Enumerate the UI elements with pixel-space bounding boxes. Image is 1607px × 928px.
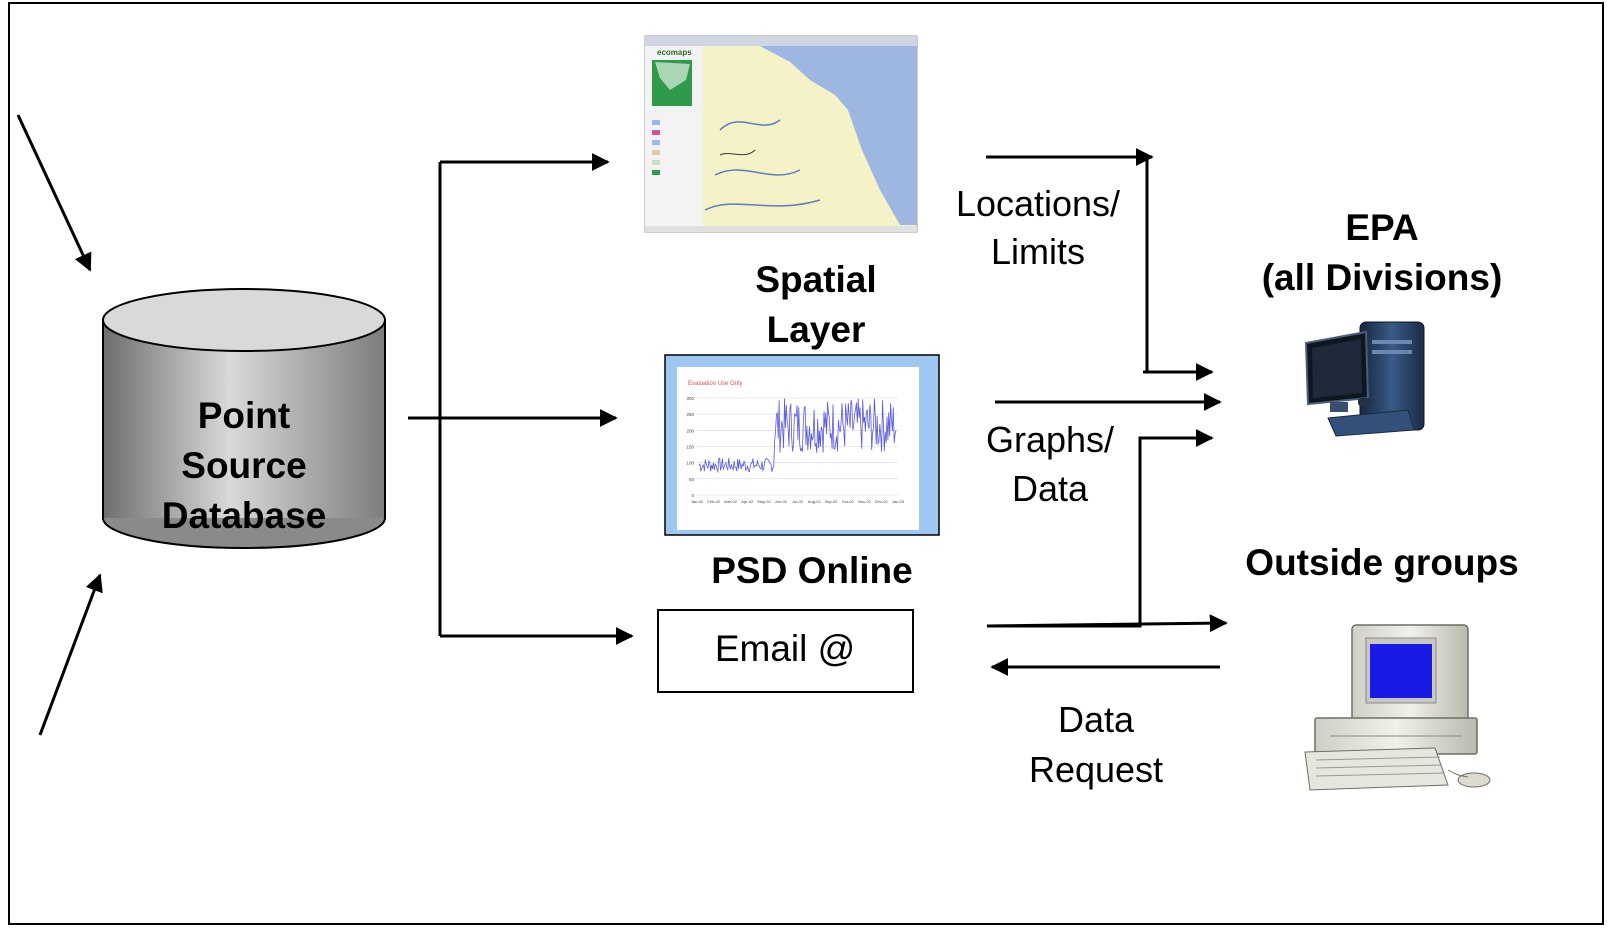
diagram-border [8,2,1604,925]
chart-x-tick-label: Apr-02 [741,499,754,504]
chart-x-tick-label: Dec-02 [875,499,889,504]
chart-y-axis: 300 250 200 150 100 50 0 [686,396,694,498]
chart-y-tick-label: 200 [686,428,694,433]
psd-online-label: PSD Online [711,550,913,591]
chart-y-tick-label: 300 [686,396,694,401]
arrow-email-to-outside [986,614,1228,633]
locations-limits-label-line1: Locations/ [955,183,1121,224]
locations-limits-label-line2: Limits [990,231,1085,272]
data-request-label-line1: Data [1057,699,1135,740]
chart-y-tick-label: 50 [689,477,695,482]
spatial-layer-label-line2: Layer [766,309,866,350]
epa-label-line2: (all Divisions) [1261,257,1503,298]
chart-x-tick-label: Jan-02 [691,499,704,504]
chart-x-tick-label: May-02 [757,499,771,504]
chart-x-tick-label: Aug-02 [808,499,822,504]
epa-label-line1: EPA [1345,207,1419,248]
outside-groups-label: Outside groups [1245,542,1519,583]
chart-x-tick-label: Jan-03 [892,499,905,504]
desktop-computer-icon [1304,321,1425,437]
email-label: Email @ [714,628,856,669]
retro-computer-icon [1304,624,1491,791]
chart-x-tick-label: Sep-02 [825,499,839,504]
psd-chart-thumbnail: Evaluation Use Only 300 250 200 150 100 50 0 J… [664,354,940,536]
graphs-data-label-line2: Data [1011,468,1089,509]
chart-y-tick-label: 100 [686,461,694,466]
chart-x-tick-label: Jul-02 [792,499,804,504]
chart-x-tick-label: Mar-02 [724,499,737,504]
chart-x-tick-label: Oct-02 [842,499,855,504]
chart-title: Evaluation Use Only [688,381,742,387]
chart-y-tick-label: 150 [686,445,694,450]
map-logo: ecomaps [657,48,692,57]
incoming-arrow-top [16,114,92,272]
flow-arrows [986,148,1228,676]
chart-x-tick-label: Feb-02 [707,499,720,504]
incoming-arrow-bottom [38,573,103,736]
graphs-data-label-line1: Graphs/ [985,419,1115,460]
database-cylinder [102,288,386,549]
chart-grid [697,397,898,496]
chart-y-tick-label: 250 [686,412,694,417]
map-thumbnail: ecomaps [644,35,918,233]
database-label-line1: Point [197,395,291,436]
spatial-layer-label-line1: Spatial [755,259,877,300]
chart-series-line [698,398,897,474]
chart-y-tick-label: 0 [691,493,694,498]
email-box [657,609,914,693]
data-request-label-line2: Request [1028,749,1164,790]
chart-x-tick-label: Nov-02 [858,499,872,504]
chart-x-tick-label: Jun-02 [775,499,788,504]
database-label-line2: Source [181,445,307,486]
database-label-line3: Database [161,495,327,536]
distribution-arrows [408,153,634,645]
